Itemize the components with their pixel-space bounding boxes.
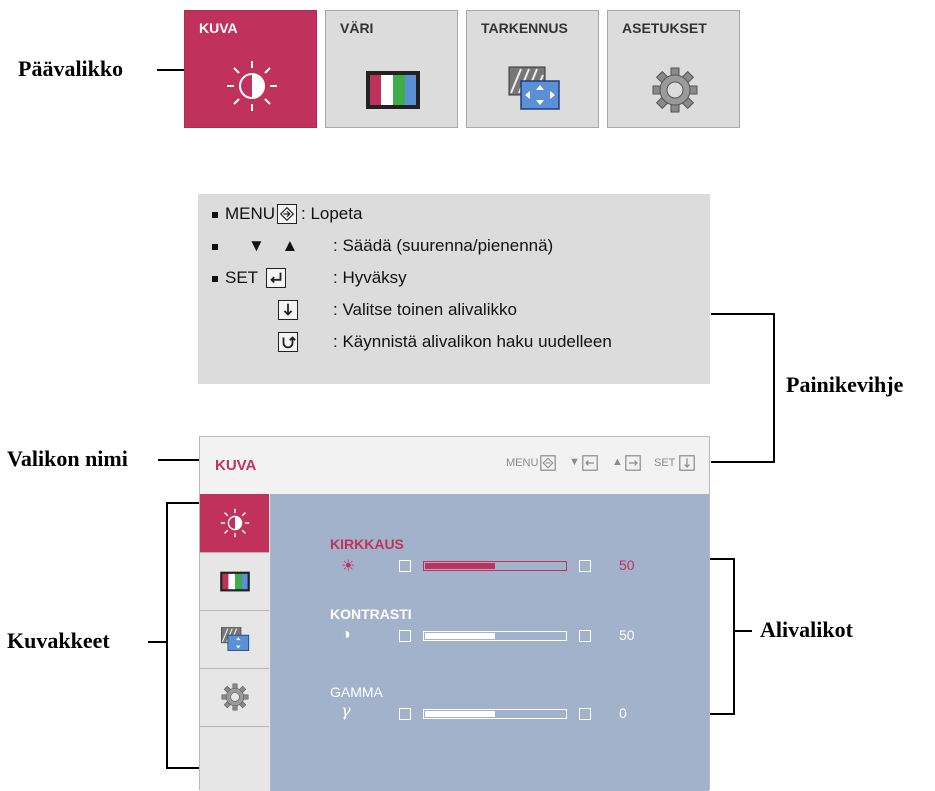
hint-key: ▼ ▲ [248, 236, 305, 255]
sidebar-item-tarkennus[interactable] [200, 610, 269, 669]
contrast-slider[interactable] [423, 631, 567, 641]
gamma-slider[interactable] [423, 709, 567, 719]
sun-icon: ☀ [341, 558, 356, 575]
callout-icons: Kuvakkeet [7, 628, 110, 653]
tab-label: VÄRI [340, 20, 374, 36]
leader-line [158, 459, 199, 461]
leader-line [157, 69, 184, 71]
leader-line [773, 313, 775, 463]
hint-row-down: : Valitse toinen alivalikko [198, 296, 710, 326]
callout-menu-name: Valikon nimi [7, 446, 128, 471]
slider-fill [425, 563, 495, 569]
leader-line [711, 461, 774, 463]
up-triangle-icon: ▲ [612, 456, 623, 468]
sidebar-item-kuva[interactable] [200, 494, 269, 553]
contrast-icon: ◑ [341, 626, 351, 643]
plus-icon[interactable] [579, 630, 591, 642]
brightness-icon [220, 508, 250, 538]
button-hint-box: MENU : Lopeta ▼ ▲ : Säädä (suurenna/pien… [198, 194, 710, 384]
hint-desc: : Lopeta [301, 204, 363, 223]
osd-sidebar [200, 494, 271, 791]
tab-asetukset[interactable]: ASETUKSET [607, 10, 740, 128]
leader-line [166, 767, 199, 769]
hint-key: MENU [225, 204, 276, 223]
tab-tarkennus[interactable]: TARKENNUS [466, 10, 599, 128]
leader-line [166, 502, 199, 504]
plus-icon[interactable] [579, 560, 591, 572]
setting-value: 50 [619, 557, 635, 573]
osd-hint-menu: MENU [506, 457, 539, 469]
hint-row-menu: MENU : Lopeta [198, 200, 710, 230]
setting-value: 50 [619, 627, 635, 643]
minus-icon[interactable] [399, 560, 411, 572]
osd-header: KUVA MENU ▼ ▲ SET [200, 437, 709, 495]
slider-fill [425, 711, 495, 717]
menu-exit-icon [277, 204, 297, 224]
tracking-icon [508, 66, 560, 110]
osd-hint-set: SET [654, 457, 676, 469]
gear-icon [652, 67, 698, 113]
minus-icon[interactable] [399, 708, 411, 720]
hint-desc: : Valitse toinen alivalikko [333, 300, 517, 319]
osd-submenu-panel: KIRKKAUS ☀ 50 KONTRASTI ◑ 50 GAMMA γ 0 [271, 494, 709, 791]
sidebar-item-vari[interactable] [200, 552, 269, 611]
color-bars-icon [220, 571, 250, 592]
hint-desc: : Hyväksy [333, 268, 407, 287]
callout-submenus: Alivalikot [760, 617, 853, 642]
slider-fill [425, 633, 495, 639]
right-arrow-icon [625, 455, 641, 471]
gamma-icon: γ [341, 701, 351, 720]
hint-row-adjust: ▼ ▲ : Säädä (suurenna/pienennä) [198, 232, 710, 262]
osd-menu-title: KUVA [215, 457, 257, 474]
leader-line [733, 558, 735, 715]
callout-button-hint: Painikevihje [786, 372, 904, 397]
brightness-slider[interactable] [423, 561, 567, 571]
hint-row-reset: : Käynnistä alivalikon haku uudelleen [198, 328, 710, 358]
hint-row-set: SET : Hyväksy [198, 264, 710, 294]
tracking-icon [221, 627, 250, 651]
down-triangle-icon: ▼ [569, 456, 580, 468]
plus-icon[interactable] [579, 708, 591, 720]
bullet [212, 276, 218, 282]
hint-key: SET [225, 268, 259, 287]
color-bars-icon [366, 71, 420, 109]
reset-icon [278, 332, 298, 352]
tab-label: KUVA [199, 20, 238, 36]
setting-label-contrast: KONTRASTI [330, 606, 412, 622]
down-arrow-icon [679, 455, 695, 471]
gear-icon [221, 683, 249, 711]
leader-line [711, 313, 774, 315]
leader-line [734, 630, 752, 632]
menu-exit-icon [540, 455, 556, 471]
enter-icon [266, 268, 286, 288]
minus-icon[interactable] [399, 630, 411, 642]
leader-line [166, 502, 168, 769]
bullet [212, 244, 218, 250]
setting-value: 0 [619, 705, 627, 721]
tab-label: TARKENNUS [481, 20, 568, 36]
setting-label-gamma: GAMMA [330, 684, 383, 700]
brightness-icon [227, 61, 277, 111]
hint-desc: : Säädä (suurenna/pienennä) [333, 236, 554, 255]
hint-desc: : Käynnistä alivalikon haku uudelleen [333, 332, 612, 351]
setting-label-brightness: KIRKKAUS [330, 536, 404, 552]
tab-kuva[interactable]: KUVA [184, 10, 317, 128]
leader-line [148, 641, 167, 643]
down-arrow-icon [278, 300, 298, 320]
bullet [212, 212, 218, 218]
callout-main-menu: Päävalikko [18, 56, 124, 81]
left-arrow-icon [582, 455, 598, 471]
leader-line [710, 558, 734, 560]
sidebar-item-asetukset[interactable] [200, 668, 269, 727]
tab-label: ASETUKSET [622, 20, 707, 36]
leader-line [710, 713, 734, 715]
osd-window: KUVA MENU ▼ ▲ SET [199, 436, 710, 791]
tab-vari[interactable]: VÄRI [325, 10, 458, 128]
